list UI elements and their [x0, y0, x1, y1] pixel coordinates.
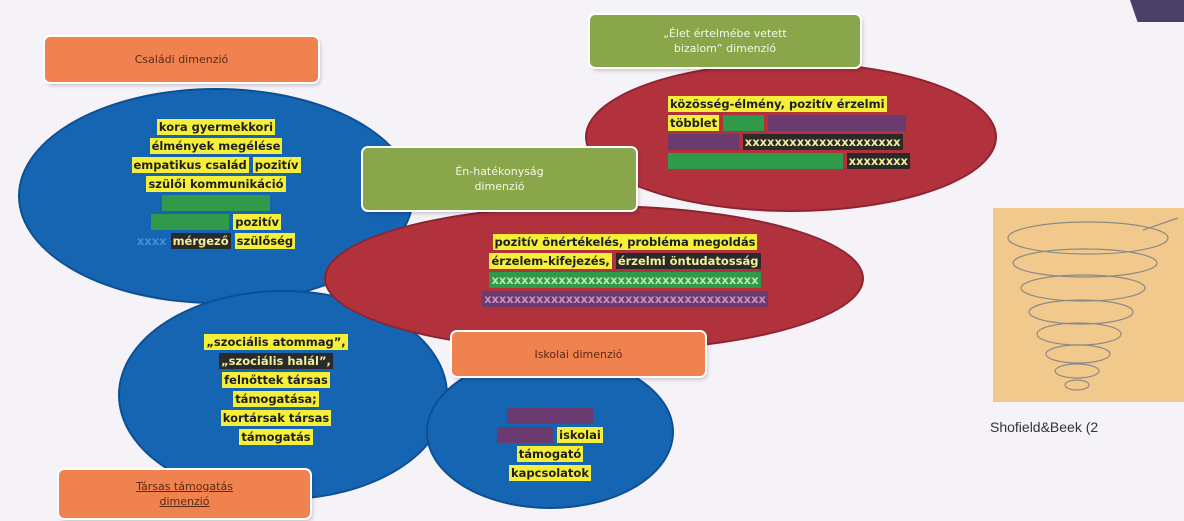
- family-term: kora gyermekkori: [156, 119, 276, 135]
- meaning-term: többlet: [668, 115, 720, 131]
- meaning-terms: közösség-élmény, pozitív érzelmi többlet…: [668, 95, 998, 171]
- efficacy-term: pozitív: [492, 234, 541, 250]
- family-dimension-box: Családi dimenzió: [45, 37, 318, 82]
- obscured-term: xxxxxxxxxx: [151, 214, 230, 230]
- social-support-dimension-box: Társas támogatás dimenzió: [59, 470, 310, 518]
- school-terms: xxxxxxxxxxx xxxxxxx iskolai támogató kap…: [480, 407, 620, 483]
- figure-caption: Shofield&Beek (2: [990, 419, 1099, 435]
- efficacy-term: önértékelés, probléma megoldás: [540, 234, 758, 250]
- family-term: pozitív: [233, 214, 281, 230]
- efficacy-term: érzelem-kifejezés,: [489, 253, 612, 269]
- social-support-dimension-label: Társas támogatás dimenzió: [136, 480, 233, 508]
- spiral-drawing: [1007, 217, 1179, 391]
- obscured-term: xxxxxxx: [497, 427, 554, 443]
- social-term: támogatás: [239, 429, 313, 445]
- efficacy-dimension-box: Én-hatékonyság dimenzió: [363, 148, 636, 210]
- social-term: „szociális halál”,: [219, 353, 333, 369]
- obscured-term: xxxxxxxxxxxxxxxxxxxxxxxxxxxxxxxxxxxx: [489, 272, 761, 288]
- social-term: felnőttek társas: [222, 372, 330, 388]
- family-dimension-label: Családi dimenzió: [134, 53, 229, 66]
- obscured-term: xxxxxxxxxxxxxxxxxx: [768, 115, 906, 131]
- social-term: „szociális atommag”,: [204, 334, 348, 350]
- school-dimension-label: Iskolai dimenzió: [534, 347, 623, 361]
- family-term: szülőség: [234, 233, 296, 249]
- corner-accent: [1130, 0, 1184, 22]
- family-term: élmények megélése: [149, 138, 283, 154]
- family-term: empatikus család: [131, 157, 249, 173]
- family-term: szülői kommunikáció: [146, 176, 286, 192]
- obscured-term: xxxxxxxxxxxxxxxxxxxxxxx: [668, 153, 843, 169]
- obscured-term: xxxxxxxxx: [668, 134, 739, 150]
- meaning-dimension-box: „Élet értelmébe vetett bizalom” dimenzió: [590, 15, 860, 67]
- school-term: kapcsolatok: [509, 465, 591, 481]
- obscured-term: xxxxxxxxxxxxxxxxxxxxx: [742, 134, 903, 150]
- family-term: mérgező: [170, 233, 231, 249]
- obscured-term: xxxxx: [723, 115, 765, 131]
- family-terms: kora gyermekkori élmények megélése empat…: [66, 118, 366, 251]
- social-terms: „szociális atommag”, „szociális halál”, …: [186, 333, 366, 447]
- efficacy-dimension-label: Én-hatékonyság dimenzió: [455, 165, 544, 193]
- meaning-term: közösség-élmény, pozitív érzelmi: [668, 96, 887, 112]
- family-term: pozitív: [252, 157, 301, 173]
- school-dimension-box: Iskolai dimenzió: [452, 332, 705, 376]
- obscured-term: xxxxxxxxxxx: [507, 408, 593, 424]
- obscured-term: xxxxxxxxxxxxxxxxxxxxxxxxxxxxxxxxxxxxxx: [482, 291, 768, 307]
- spiral-strokes: [1007, 217, 1179, 391]
- efficacy-term: érzelmi öntudatosság: [615, 253, 761, 269]
- obscured-term: xxxx: [136, 234, 167, 248]
- social-term: támogatása;: [233, 391, 319, 407]
- school-term: iskolai: [557, 427, 603, 443]
- obscured-term: xxxxxxxxxxxxxx: [162, 195, 270, 211]
- social-term: kortársak társas: [220, 410, 332, 426]
- obscured-term: xxxxxxxx: [846, 153, 910, 169]
- spiral-figure: [993, 208, 1184, 402]
- meaning-dimension-label: „Élet értelmébe vetett bizalom” dimenzió: [663, 27, 787, 55]
- school-term: támogató: [516, 446, 584, 462]
